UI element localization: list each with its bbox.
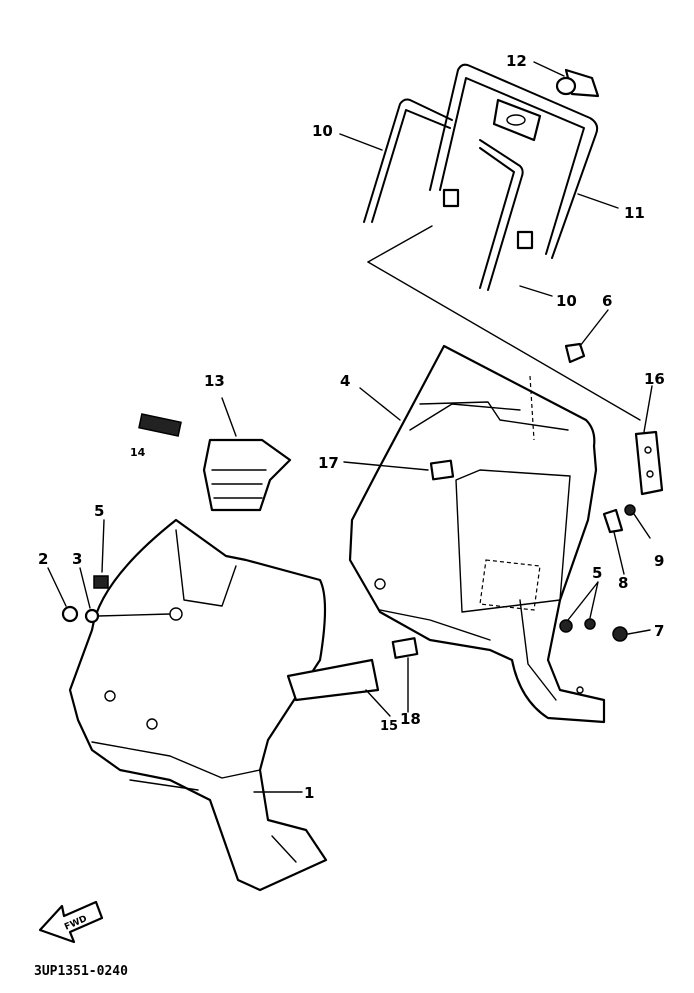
callout-10-bottom: 10 [556,292,577,310]
callout-18: 18 [400,710,421,728]
callout-5-right: 5 [592,564,602,582]
callout-7: 7 [654,622,664,640]
callout-9: 9 [654,552,664,570]
forward-arrow-icon: FWD [38,900,104,944]
callout-15: 15 [380,719,398,734]
callout-13: 13 [204,372,225,390]
callout-3: 3 [72,550,82,568]
callout-17: 17 [318,454,339,472]
callout-6: 6 [602,292,612,310]
leader-lines [47,61,653,793]
callout-11: 11 [624,204,645,222]
callout-2: 2 [38,550,48,568]
callout-5-left: 5 [94,502,104,520]
callout-1: 1 [304,784,314,802]
callout-labels: 12 10 11 10 6 4 16 17 9 8 5 7 18 15 1 13… [38,52,665,802]
callout-10-top: 10 [312,122,333,140]
front-cover-assembly [61,413,380,892]
callout-8: 8 [618,574,628,592]
callout-14: 14 [130,446,146,459]
leg-shield-inner-panel [348,342,664,724]
windshield-trim-assembly [363,63,641,421]
callout-12: 12 [506,52,527,70]
drawing-code: 3UP1351-0240 [34,964,128,979]
callout-16: 16 [644,370,665,388]
callout-4: 4 [340,372,350,390]
